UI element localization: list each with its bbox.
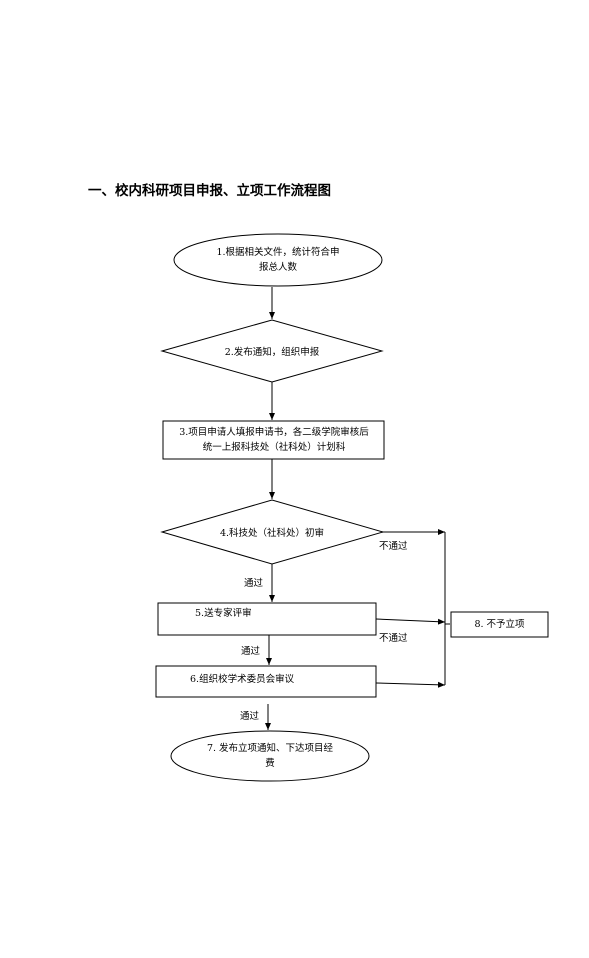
node-3-box: [162, 420, 385, 460]
page-title: 一、校内科研项目申报、立项工作流程图: [88, 183, 331, 199]
node-5-label: 5.送专家评审: [195, 606, 285, 621]
node-7-label: 7. 发布立项通知、下达项目经 费: [170, 741, 370, 771]
node-1-line1: 1.根据相关文件，统计符合申: [216, 247, 340, 258]
node-7-line1: 7. 发布立项通知、下达项目经: [206, 743, 334, 754]
node-8-label: 8. 不予立项: [451, 617, 548, 632]
node-7-line2: 费: [265, 758, 275, 769]
node-5-line1: 5.送专家评审: [195, 608, 252, 619]
edge-label-pass-5-6: 通过: [241, 646, 261, 657]
node-5-box: [157, 602, 377, 636]
node-2-diamond: [160, 319, 384, 383]
node-3-label: 3.项目申请人填报申请书，各二级学院审核后 统一上报科技处（社科处）计划科: [164, 425, 384, 455]
node-1-label: 1.根据相关文件，统计符合申 报总人数: [178, 245, 378, 275]
node-8-line1: 8. 不予立项: [474, 619, 525, 630]
edge-label-pass-6-7: 通过: [240, 711, 260, 722]
node-2-line1: 2.发布通知，组织申报: [224, 347, 320, 358]
edge-label-reject-4: 不通过: [379, 541, 408, 552]
node-3-line2: 统一上报科技处（社科处）计划科: [202, 442, 346, 453]
node-8-box: [450, 611, 549, 638]
edge-label-reject-5: 不通过: [379, 633, 408, 644]
node-4-label: 4.科技处（社科处）初审: [192, 526, 352, 541]
edge-5-reject: [375, 618, 446, 625]
node-1-ellipse: [173, 233, 383, 287]
node-6-box: [155, 665, 377, 698]
node-6-line1: 6.组织校学术委员会审议: [190, 674, 295, 685]
node-3-line1: 3.项目申请人填报申请书，各二级学院审核后: [179, 427, 369, 438]
node-6-label: 6.组织校学术委员会审议: [190, 672, 340, 687]
node-2-label: 2.发布通知，组织申报: [192, 345, 352, 360]
node-7-ellipse: [170, 730, 370, 782]
node-4-line1: 4.科技处（社科处）初审: [219, 528, 325, 539]
edge-6-reject: [375, 681, 446, 688]
edge-label-pass-4-5: 通过: [244, 578, 264, 589]
node-1-line2: 报总人数: [258, 262, 297, 273]
